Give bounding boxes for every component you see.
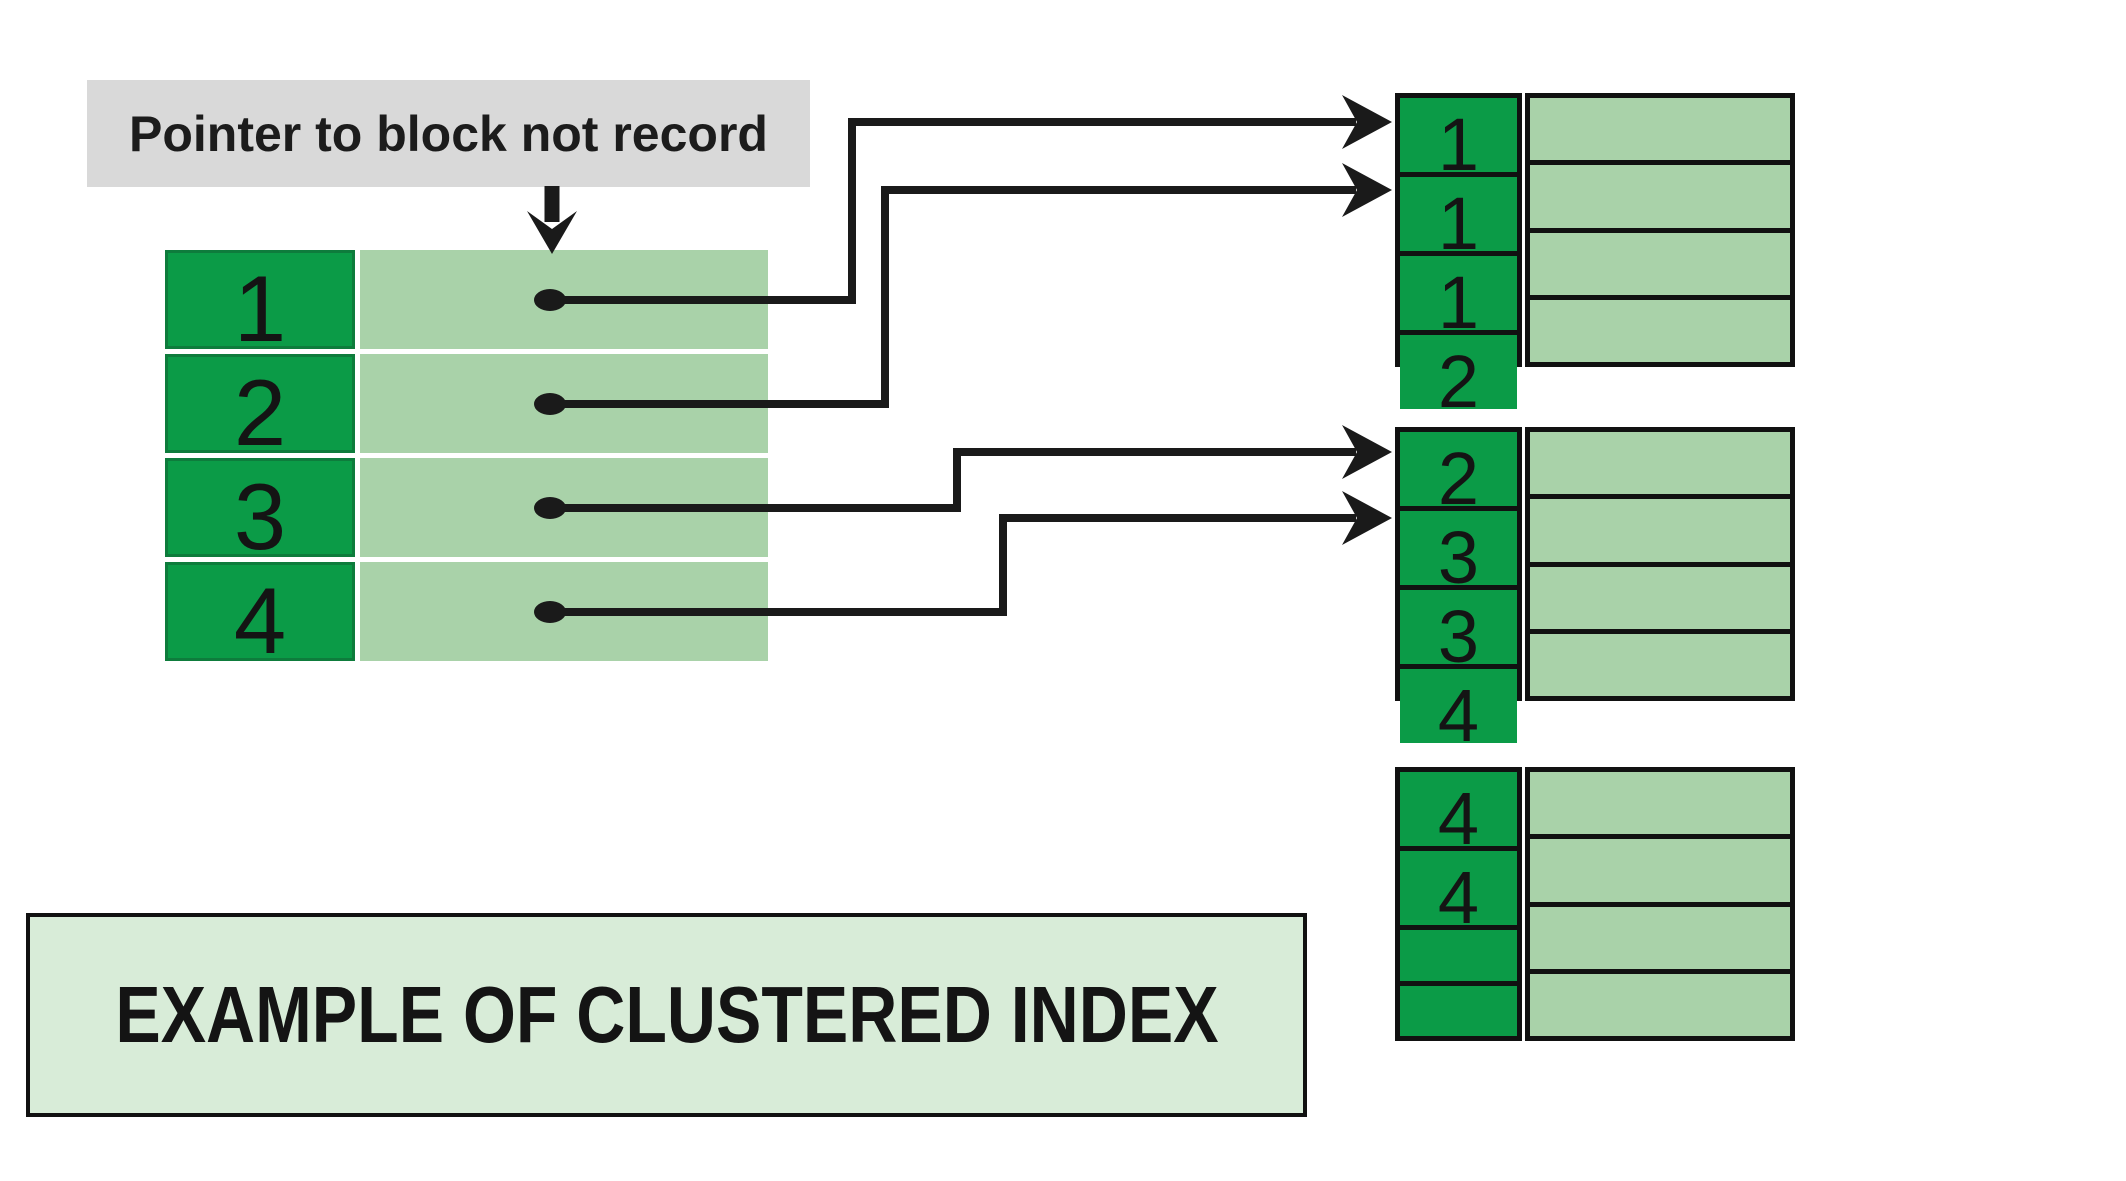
block-key-cell: 4 [1400,669,1517,753]
block-key-cell: 1 [1400,98,1517,182]
block-data-cell [1530,839,1790,907]
block-data-column [1525,767,1795,1041]
block-key-cell: 4 [1400,772,1517,856]
block-key-cell: 1 [1400,177,1517,261]
block-key-value: 3 [1437,516,1480,599]
connector-arrowhead-icon [1342,425,1392,479]
block-data-cell [1530,633,1790,696]
block-key-cell: 3 [1400,511,1517,595]
index-key-cell: 1 [165,250,355,355]
index-pointer-cell [360,354,768,453]
index-key-value: 4 [233,567,287,673]
block-data-cell [1530,165,1790,233]
index-key-cell: 3 [165,458,355,563]
block-key-cell: 3 [1400,590,1517,674]
block-data-cell [1530,906,1790,974]
connector-arrowhead-icon [1342,491,1392,545]
pointer-note-text: Pointer to block not record [129,105,768,162]
block-key-cell: 1 [1400,256,1517,340]
index-pointer-cell [360,458,768,557]
block-data-cell [1530,499,1790,567]
block-data-cell [1530,973,1790,1036]
pointer-note-arrowhead-icon [527,211,577,254]
block-data-cell [1530,432,1790,500]
title-box: EXAMPLE OF CLUSTERED INDEX [26,913,1307,1117]
block-key-value: 4 [1437,674,1480,757]
block-key-value: 3 [1437,595,1480,678]
block-key-value: 4 [1437,777,1480,860]
block-key-cell [1400,930,1517,986]
block-data-cell [1530,566,1790,634]
index-key-cell: 4 [165,562,355,667]
block-data-cell [1530,772,1790,840]
block-data-column [1525,93,1795,367]
block-key-value: 2 [1437,437,1480,520]
block-key-cell: 2 [1400,335,1517,419]
block-key-value: 1 [1437,103,1480,186]
connector-arrowhead-icon [1342,163,1392,217]
title-text: EXAMPLE OF CLUSTERED INDEX [114,970,1219,1059]
index-key-cell: 2 [165,354,355,459]
block-data-cell [1530,232,1790,300]
index-key-value: 2 [233,359,287,465]
index-key-value: 3 [233,463,287,569]
block-key-value: 1 [1437,182,1480,265]
pointer-note-callout: Pointer to block not record [87,80,810,187]
block-data-column [1525,427,1795,701]
block-data-cell [1530,299,1790,362]
block-key-value: 2 [1437,340,1480,423]
block-key-value: 1 [1437,261,1480,344]
block-key-cell [1400,985,1517,1036]
connector-arrowhead-icon [1342,95,1392,149]
block-key-value: 4 [1437,856,1480,939]
index-pointer-cell [360,562,768,661]
index-key-value: 1 [233,255,287,361]
block-key-cell: 2 [1400,432,1517,516]
index-pointer-cell [360,250,768,349]
block-data-cell [1530,98,1790,166]
block-key-cell: 4 [1400,851,1517,935]
